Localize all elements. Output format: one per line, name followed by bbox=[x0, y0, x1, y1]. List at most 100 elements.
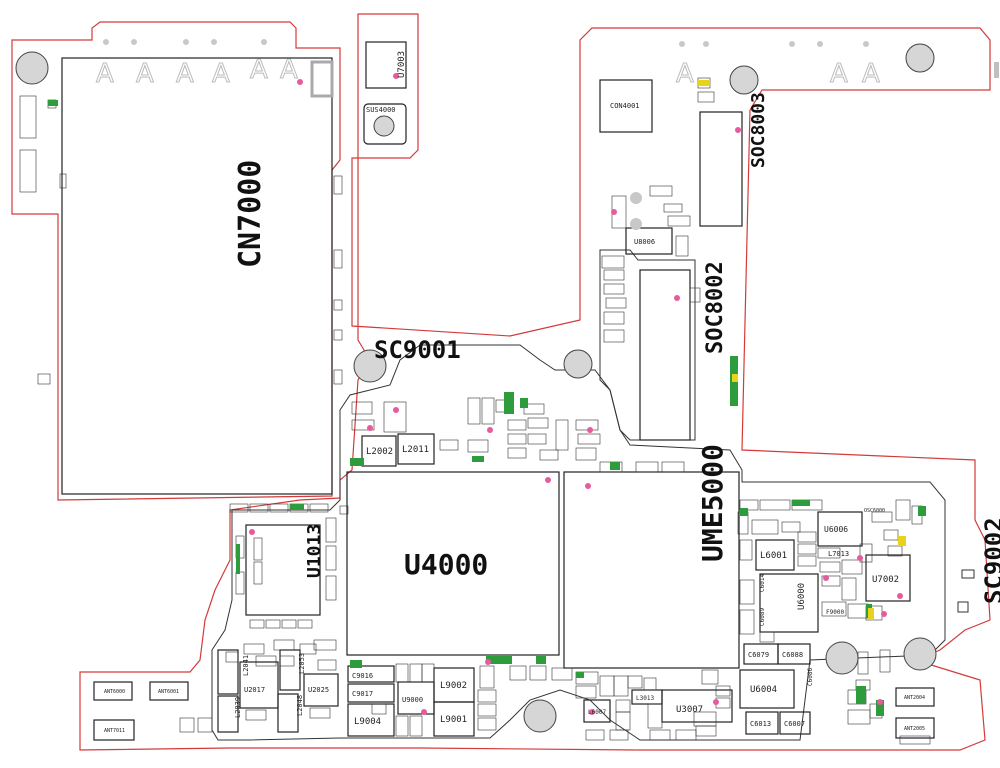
label-l2039: L2039 bbox=[234, 697, 242, 718]
small-component bbox=[605, 297, 627, 309]
small-component bbox=[325, 545, 337, 571]
small-component bbox=[333, 175, 343, 195]
green-pad bbox=[856, 686, 866, 704]
c9017-body bbox=[347, 683, 395, 703]
small-component bbox=[603, 269, 625, 281]
l6001-body bbox=[755, 539, 795, 571]
l9004-body bbox=[347, 703, 395, 737]
c6007-body bbox=[779, 711, 811, 735]
soc8003-body bbox=[699, 111, 743, 227]
designator-u1013: U1013 bbox=[304, 524, 325, 578]
small-component bbox=[243, 643, 265, 655]
small-component bbox=[883, 529, 899, 541]
small-component bbox=[603, 283, 625, 295]
screw-hole-sc9001 bbox=[353, 349, 387, 383]
label-u8006: U8006 bbox=[634, 238, 655, 246]
label-sus4000: SUS4000 bbox=[366, 106, 396, 114]
small-component bbox=[467, 439, 489, 453]
soc8002-body bbox=[639, 269, 691, 441]
sus4000-body bbox=[363, 103, 407, 145]
stencil-letter: A bbox=[176, 59, 194, 89]
small-component bbox=[859, 543, 873, 563]
label-ant7011: ANT7011 bbox=[104, 728, 125, 734]
label-u3007: U3007 bbox=[676, 705, 703, 715]
small-component bbox=[575, 447, 597, 461]
small-component bbox=[635, 461, 659, 473]
green-pad bbox=[918, 506, 926, 516]
small-component bbox=[279, 655, 295, 667]
small-component bbox=[675, 729, 697, 741]
l9001-body bbox=[433, 701, 475, 737]
small-component bbox=[351, 401, 373, 415]
small-component bbox=[817, 547, 841, 559]
label-l2053: L2053 bbox=[298, 653, 306, 674]
ant6001-body bbox=[149, 681, 189, 701]
label-c6014: C6014 bbox=[759, 574, 766, 592]
small-component bbox=[371, 703, 387, 715]
small-component bbox=[269, 503, 289, 513]
small-component bbox=[235, 571, 245, 595]
label-osc6000: OSC6000 bbox=[864, 508, 885, 514]
label-l9001: L9001 bbox=[440, 715, 467, 725]
label-l2002: L2002 bbox=[366, 447, 393, 457]
outline-middle-board bbox=[79, 13, 991, 751]
ant6000-body bbox=[93, 681, 133, 701]
screw-hole-mid bbox=[563, 349, 593, 379]
green-pad bbox=[740, 508, 748, 516]
label-u2017: U2017 bbox=[244, 686, 265, 694]
label-con4001: CON4001 bbox=[610, 102, 640, 110]
small-component bbox=[697, 91, 715, 103]
label-ant2004: ANT2004 bbox=[904, 695, 925, 701]
small-component bbox=[551, 667, 573, 681]
l2002-body bbox=[361, 435, 397, 467]
designator-sc9002: SC9002 bbox=[980, 517, 1000, 604]
small-component bbox=[333, 299, 343, 311]
l2041-body bbox=[217, 649, 239, 695]
stencil-letter: A bbox=[212, 59, 230, 89]
gray-dots bbox=[103, 39, 869, 230]
small-component bbox=[899, 735, 931, 745]
small-component bbox=[841, 577, 857, 601]
label-c6079: C6079 bbox=[748, 651, 769, 659]
small-component bbox=[715, 685, 731, 697]
small-component bbox=[507, 419, 527, 431]
small-component bbox=[339, 505, 349, 515]
small-component bbox=[351, 419, 375, 431]
stencil-letter: A bbox=[676, 59, 694, 89]
c6088-body bbox=[777, 643, 811, 665]
label-c9016: C9016 bbox=[352, 672, 373, 680]
small-component bbox=[249, 503, 269, 513]
green-pad bbox=[576, 672, 584, 678]
small-component bbox=[529, 665, 547, 681]
small-component bbox=[797, 555, 817, 567]
label-l2011: L2011 bbox=[402, 445, 429, 455]
small-component bbox=[317, 659, 337, 671]
yellow-pad bbox=[898, 536, 906, 546]
small-component bbox=[821, 575, 841, 587]
small-component bbox=[477, 689, 497, 703]
small-component bbox=[539, 449, 559, 461]
small-component bbox=[179, 717, 195, 733]
small-component bbox=[649, 185, 673, 197]
small-component bbox=[857, 651, 869, 675]
small-component bbox=[819, 561, 841, 573]
l6007-body bbox=[583, 699, 611, 723]
ant2005-body bbox=[895, 717, 935, 739]
small-component bbox=[847, 603, 869, 619]
small-component bbox=[895, 499, 911, 521]
small-component bbox=[245, 709, 267, 721]
small-component bbox=[847, 709, 871, 725]
label-l2041: L2041 bbox=[242, 655, 250, 676]
screw-holes bbox=[15, 43, 937, 733]
small-component bbox=[649, 729, 671, 741]
small-component bbox=[599, 675, 615, 697]
small-component bbox=[265, 619, 281, 629]
designator-ume5000: UME5000 bbox=[696, 444, 729, 562]
label-l3013: L3013 bbox=[636, 695, 654, 702]
stencil-letter: A bbox=[136, 59, 154, 89]
u7003-body bbox=[365, 41, 407, 89]
label-u2025: U2025 bbox=[308, 686, 329, 694]
scrollbar-thumb[interactable] bbox=[994, 62, 999, 78]
green-pad bbox=[486, 656, 512, 664]
small-component bbox=[273, 639, 295, 651]
